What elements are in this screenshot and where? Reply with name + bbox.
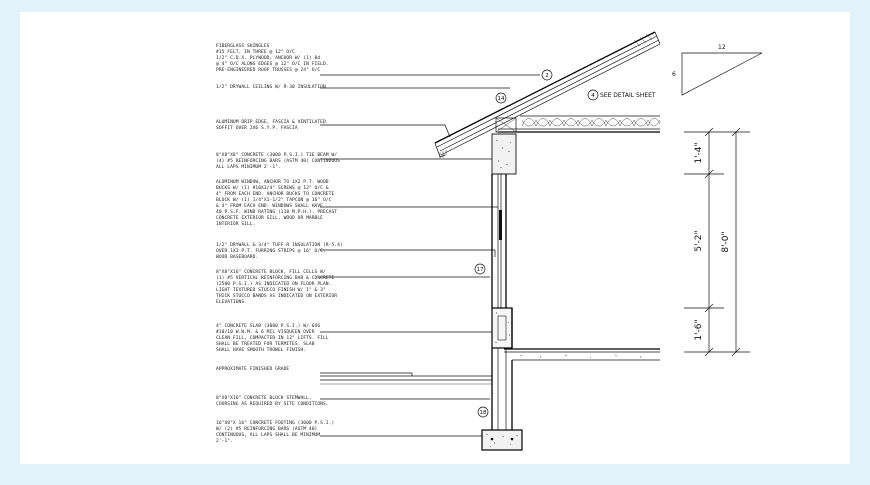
footing	[481, 429, 523, 451]
note-window: ALUMINUM WINDOW, ANCHOR TO 1X2 P.T. WOOD…	[216, 179, 337, 227]
note-line: OVER 1X2 P.T. FURRING STRIPS @ 16" O/C,	[216, 248, 326, 254]
tag-18: 18	[477, 406, 489, 418]
note-line: ALL LAPS MINIMUM 2'-1".	[216, 164, 281, 170]
grade-line	[320, 375, 492, 385]
note-line: CLEAN FILL, COMPACTED IN 12" LIFTS. FILL	[216, 335, 329, 341]
note-line: SHALL HAVE SMOOTH TROWEL FINISH.	[216, 347, 306, 353]
note-shingles: FIBERGLASS SHINGLES #15 FELT, IN THREE @…	[216, 43, 329, 73]
note-line: COURSING AS REQUIRED BY SITE CONDITIONS.	[216, 401, 329, 407]
note-line: (4) #5 REINFORCING BARS (ASTM 40) CONTIN…	[216, 158, 340, 164]
note-grade: APPROXIMATE FINISHED GRADE	[216, 366, 289, 372]
dim-sill-height: 1'-6"	[694, 319, 704, 340]
note-line: 16"X8"X 16" CONCRETE FOOTING (3000 P.S.I…	[216, 420, 334, 426]
tag-label: 2	[545, 73, 549, 79]
note-line: CONTINUOUS, ALL LAPS SHALL BE MINIMUM	[216, 432, 320, 438]
dimension-lines	[684, 127, 750, 357]
note-line: @ 4" O/C ALONG EDGES @ 12" O/C IN FIELD.	[216, 61, 329, 67]
note-line: (1) #5 VERTICAL REINFORCING BAR & CONCRE…	[216, 275, 334, 281]
tag-label: 4	[591, 93, 595, 99]
note-line: BLOCK W/ (1) 1/4"X1-1/2" TAPCON @ 16" O/…	[216, 197, 332, 203]
tag-label: 14	[498, 96, 505, 102]
window	[491, 173, 507, 309]
note-line: THICK STUCCO BANDS AS INDICATED ON EXTER…	[216, 293, 337, 299]
tag-2: 2	[541, 69, 553, 81]
note-line: BUCKS W/ (1) #10X3/4" SCREWS @ 12" O/C &	[216, 185, 329, 191]
note-line: FIBERGLASS SHINGLES	[216, 43, 270, 49]
tag-label: 18	[480, 410, 487, 416]
tie-beam	[491, 117, 517, 175]
tag-17: 17	[474, 263, 486, 275]
note-fascia: ALUMINUM DRIP EDGE, FASCIA & VENTILATED …	[216, 119, 326, 131]
note-line: 1/2" DRYWALL & 3/4" TUFF-R INSULATION (R…	[216, 242, 343, 248]
note-line: ELEVATIONS.	[216, 299, 247, 305]
note-line: ALUMINUM DRIP EDGE, FASCIA & VENTILATED	[216, 119, 326, 125]
leader-lines	[320, 74, 540, 437]
note-line: SHALL BE TREATED FOR TERMITES. SLAB	[216, 341, 315, 347]
tag-14: 14	[495, 92, 507, 104]
wall-section-drawing: FIBERGLASS SHINGLES #15 FELT, IN THREE @…	[216, 31, 763, 451]
dim-tie-beam-height: 1'-4"	[694, 142, 704, 163]
note-line: ALUMINUM WINDOW, ANCHOR TO 1X2 P.T. WOOD	[216, 179, 329, 185]
note-line: 8"X8"X8" CONCRETE (3000 P.S.I.) TIE BEAM…	[216, 152, 337, 158]
note-tie-beam: 8"X8"X8" CONCRETE (3000 P.S.I.) TIE BEAM…	[216, 152, 340, 170]
note-line: LIGHT TEXTURED STUCCO FINISH W/ 1" & 3"	[216, 287, 326, 293]
stemwall	[491, 348, 513, 430]
note-drywall: 1/2" DRYWALL & 3/4" TUFF-R INSULATION (R…	[216, 242, 343, 260]
note-line: 1/2" C.D.X. PLYWOOD, ANCHOR W/ (1) 8d	[216, 55, 320, 61]
slope-run: 12	[718, 44, 726, 51]
note-stemwall: 8"X8"X16" CONCRETE BLOCK STEMWALL, COURS…	[216, 395, 329, 407]
note-line: 2'-1".	[216, 438, 233, 444]
block-wall	[491, 307, 513, 349]
dim-window-height: 5'-2"	[694, 230, 704, 251]
note-line: SOFFIT OVER 2X6 S.Y.P. FASCIA	[216, 125, 298, 131]
note-line: 8"X8"X16" CONCRETE BLOCK STEMWALL,	[216, 395, 312, 401]
note-line: CONCRETE EXTERIOR SILL, WOOD OR MARBLE	[216, 215, 323, 221]
tag-label: 17	[477, 267, 484, 273]
see-detail-note: SEE DETAIL SHEET	[600, 92, 656, 99]
note-line: INTERIOR SILL.	[216, 221, 255, 227]
note-line: W/ (2) #5 REINFORCING BARS (ASTM 40)	[216, 426, 317, 432]
drawing-sheet: FIBERGLASS SHINGLES #15 FELT, IN THREE @…	[20, 12, 850, 464]
note-line: & 4" FROM EACH END. WINDOWS SHALL HAVE	[216, 203, 323, 209]
note-ceiling: 1/2" DRYWALL CEILING W/ R-30 INSULATION	[216, 84, 326, 90]
ceiling-insulation	[498, 115, 661, 133]
note-line: #10/10 W.W.M. & 6 MIL VISQUEEN OVER	[216, 329, 315, 335]
note-footing: 16"X8"X 16" CONCRETE FOOTING (3000 P.S.I…	[216, 420, 334, 444]
note-line: #15 FELT, IN THREE @ 12" O/C	[216, 49, 295, 55]
slope-rise: 6	[672, 71, 676, 78]
roof-assembly	[434, 31, 661, 159]
dim-overall-height: 8'-0"	[721, 231, 731, 252]
note-line: 4" FROM EACH END. ANCHOR BUCKS TO CONCRE…	[216, 191, 334, 197]
note-line: (2500 P.S.I.) AS INDICATED ON FLOOR PLAN…	[216, 281, 331, 287]
floor-slab	[504, 348, 660, 361]
note-block-wall: 8"X8"X16" CONCRETE BLOCK, FILL CELLS W/ …	[216, 269, 337, 305]
note-line: 40 P.S.F. WIND RATING (110 M.P.H.). PREC…	[216, 209, 337, 215]
note-line: 4" CONCRETE SLAB (3000 P.S.I.) W/ 6X6	[216, 323, 320, 329]
note-line: PRE-ENGINEERED ROOF TRUSSES @ 24" O/C	[216, 67, 320, 73]
tag-4: 4 SEE DETAIL SHEET	[587, 89, 656, 101]
note-line: WOOD BASEBOARD.	[216, 254, 258, 260]
roof-slope-indicator: 12 6	[672, 44, 763, 96]
note-line: 8"X8"X16" CONCRETE BLOCK, FILL CELLS W/	[216, 269, 326, 275]
note-slab: 4" CONCRETE SLAB (3000 P.S.I.) W/ 6X6 #1…	[216, 323, 329, 353]
